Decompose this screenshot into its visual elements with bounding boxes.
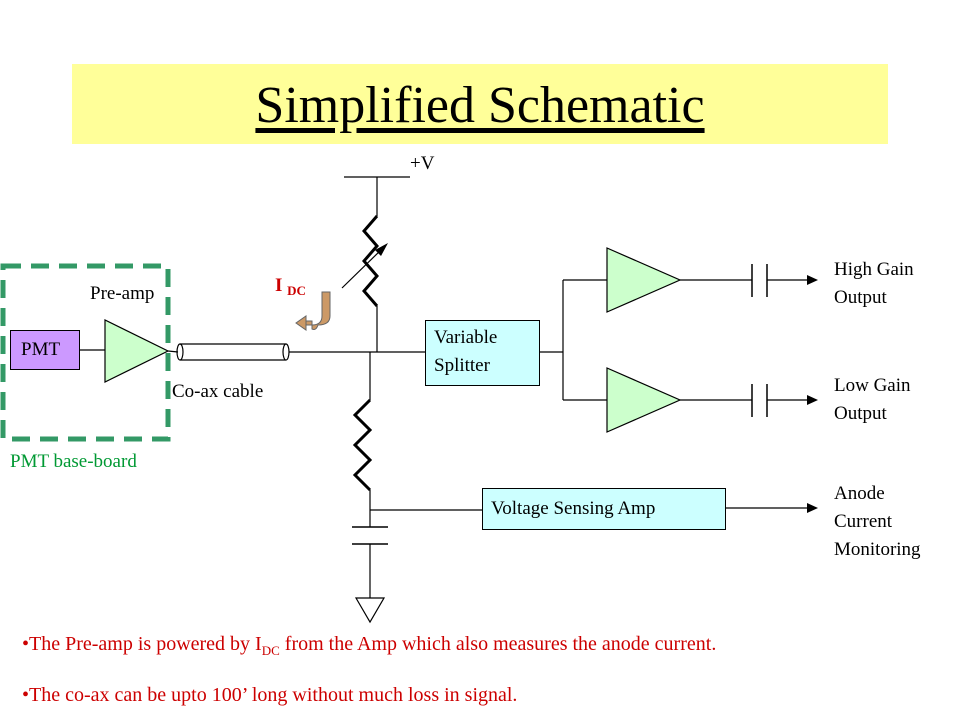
coax-end-right (282, 343, 290, 361)
supply-label: +V (410, 153, 435, 174)
low-output-arrowhead (807, 395, 818, 405)
baseboard-label: PMT base-board (10, 451, 137, 472)
high-output-arrowhead (807, 275, 818, 285)
high-gain-output-label: High Gain Output (834, 259, 914, 308)
note-item: •The co-ax can be upto 100’ long without… (22, 681, 952, 709)
note-text: •The co-ax can be upto 100’ long without… (22, 684, 518, 706)
low-gain-output-label: Low Gain Output (834, 375, 911, 424)
pmt-box: PMT (10, 330, 80, 370)
idc-label-sub: DC (287, 283, 306, 298)
low-gain-amp-symbol (606, 367, 682, 433)
high-gain-amp-symbol (606, 247, 682, 313)
preamp-coax-wire (167, 350, 179, 353)
variable-splitter-box: Variable Splitter (425, 320, 540, 386)
notes-list: •The Pre-amp is powered by IDC from the … (22, 630, 952, 725)
coax-label: Co-ax cable (172, 381, 264, 402)
lower-resistor (352, 398, 373, 492)
preamp-symbol (104, 319, 170, 383)
variable-resistor (362, 215, 379, 307)
preamp-label: Pre-amp (90, 283, 155, 304)
page-title: Simplified Schematic (255, 77, 705, 134)
variable-resistor-arrow-shaft (341, 247, 384, 289)
note-text: •The Pre-amp is powered by I (22, 633, 262, 655)
title-band (72, 64, 888, 144)
idc-label: I DC (275, 272, 306, 301)
pmt-baseboard-outline (0, 263, 171, 442)
note-item: •The Pre-amp is powered by IDC from the … (22, 630, 952, 665)
idc-current-arrow (295, 291, 331, 331)
variable-resistor-arrowhead (375, 243, 388, 256)
idc-label-main: I (275, 275, 283, 296)
anode-current-label: Anode Current Monitoring (834, 483, 921, 560)
note-text-continued: from the Amp which also measures the ano… (279, 633, 717, 655)
ground-symbol (354, 597, 386, 624)
voltage-sensing-amp-box: Voltage Sensing Amp (482, 488, 726, 530)
vsa-output-arrowhead (807, 503, 818, 513)
note-subscript: DC (261, 643, 280, 658)
